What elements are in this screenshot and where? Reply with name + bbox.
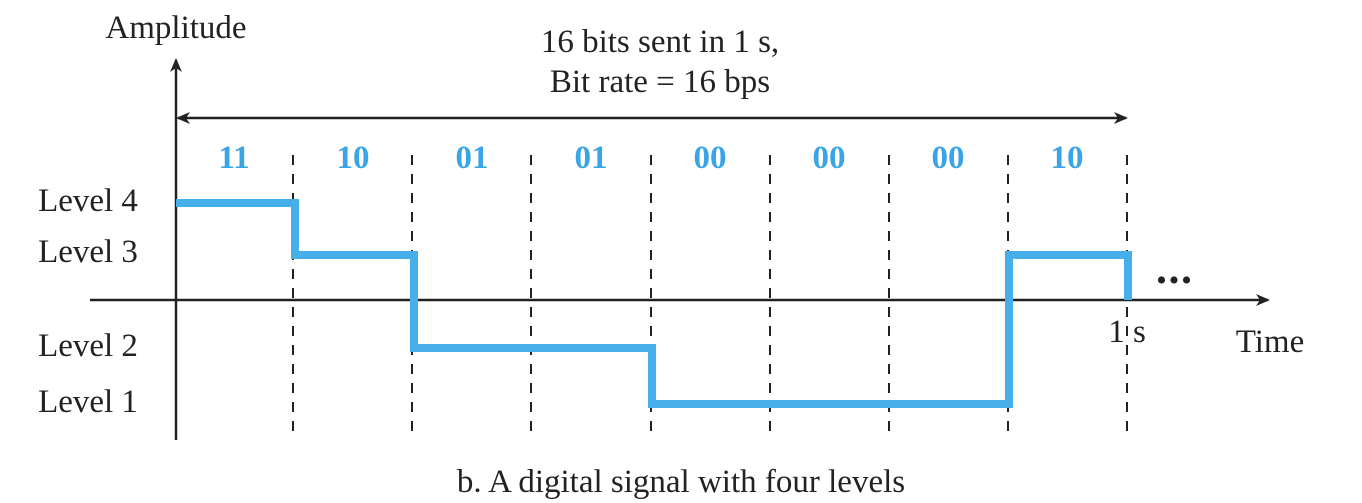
signal-waveform xyxy=(176,199,1132,408)
bit-group-labels: 11 10 01 01 00 00 00 10 xyxy=(218,140,1083,176)
continuation-dots: ••• xyxy=(1156,264,1194,297)
header-line-2: Bit rate = 16 bps xyxy=(550,64,770,100)
level-3-label: Level 3 xyxy=(38,234,138,270)
bit-group-label: 10 xyxy=(1051,140,1084,176)
level-2-label: Level 2 xyxy=(38,328,138,364)
slot-dividers xyxy=(292,155,1128,440)
figure-caption: b. A digital signal with four levels xyxy=(457,464,905,500)
header-line-1: 16 bits sent in 1 s, xyxy=(541,24,779,60)
level-4-label: Level 4 xyxy=(38,183,138,219)
bit-group-label: 00 xyxy=(932,140,965,176)
bit-group-label: 00 xyxy=(694,140,727,176)
bit-group-label: 10 xyxy=(337,140,370,176)
bit-group-label: 01 xyxy=(575,140,608,176)
bit-group-label: 11 xyxy=(218,140,249,176)
level-1-label: Level 1 xyxy=(38,384,138,420)
bit-group-label: 00 xyxy=(813,140,846,176)
bit-group-label: 01 xyxy=(456,140,489,176)
x-axis-label: Time xyxy=(1236,324,1304,360)
y-axis-label: Amplitude xyxy=(105,10,246,46)
